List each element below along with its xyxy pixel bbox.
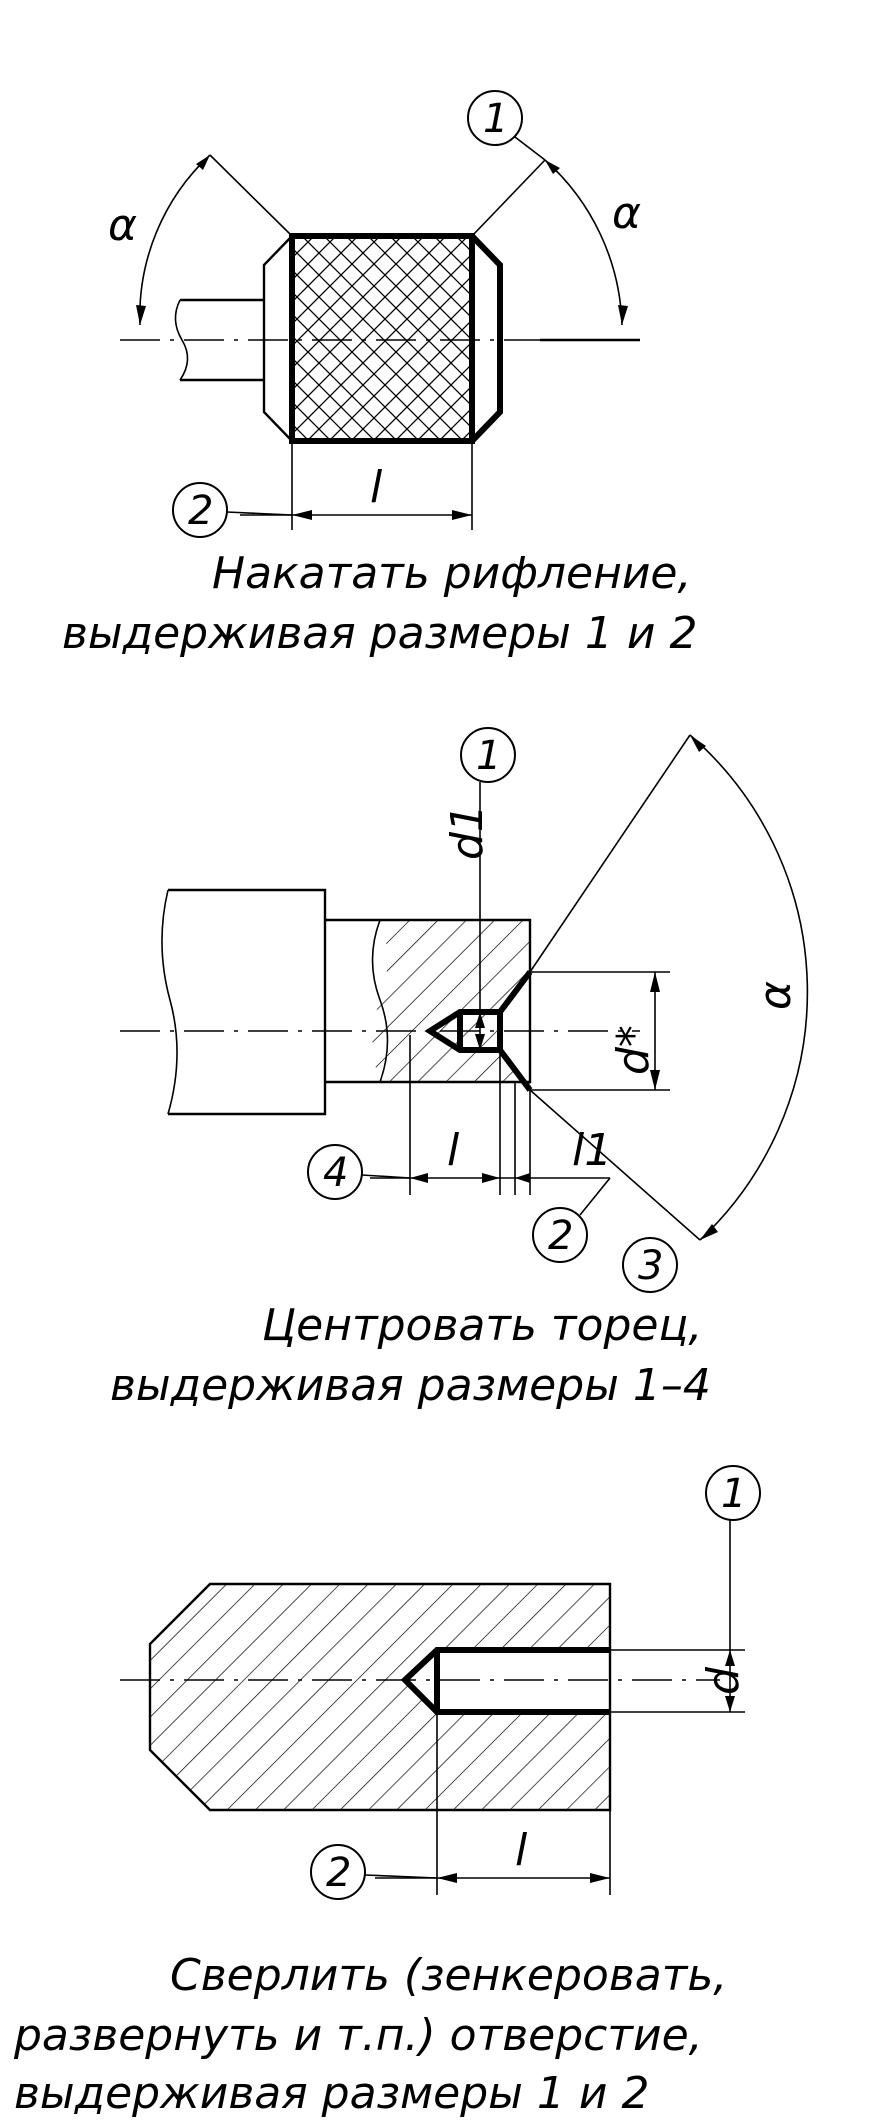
figure-2-centering: d1 d* α l l1 1 2 3 4 Центровать торец, в… xyxy=(110,727,809,1411)
fig2-callout-1: 1 xyxy=(476,733,501,779)
fig1-length-label: l xyxy=(370,462,383,513)
fig2-caption-line2: выдерживая размеры 1–4 xyxy=(110,1360,711,1411)
fig1-alpha-right-label: α xyxy=(612,188,641,239)
fig1-callout-2: 2 xyxy=(188,488,213,534)
fig2-callout-3: 3 xyxy=(638,1243,663,1289)
fig2-alpha-label: α xyxy=(750,981,801,1010)
figure-1-knurling: α α l 1 2 Накатать рифление, выдерживая … xyxy=(62,90,697,659)
fig1-caption-line1: Накатать рифление, xyxy=(212,548,692,599)
fig1-caption-line2: выдерживая размеры 1 и 2 xyxy=(62,608,697,659)
fig1-callout-1: 1 xyxy=(483,96,508,142)
fig2-d-star-label: d* xyxy=(608,1025,659,1075)
fig2-callout-4: 4 xyxy=(323,1150,348,1196)
fig1-alpha-left-label: α xyxy=(108,200,137,251)
fig2-caption-line1: Центровать торец, xyxy=(262,1300,702,1351)
fig3-callout-2: 2 xyxy=(326,1850,351,1896)
fig2-l1-label: l1 xyxy=(572,1125,612,1176)
fig2-d1-label: d1 xyxy=(442,804,493,860)
fig3-caption-line1: Сверлить (зенкеровать, xyxy=(170,1950,727,2001)
fig3-l-label: l xyxy=(515,1825,528,1876)
fig2-l-label: l xyxy=(447,1125,460,1176)
fig3-caption-line2: развернуть и т.п.) отверстие, xyxy=(13,2010,703,2061)
fig3-d-label: d xyxy=(698,1666,749,1695)
fig3-callout-1: 1 xyxy=(721,1471,746,1517)
fig3-caption-line3: выдерживая размеры 1 и 2 xyxy=(14,2068,649,2119)
figure-3-drilling: d l 1 2 Сверлить (зенкеровать, развернут… xyxy=(13,1465,761,2119)
fig2-callout-2: 2 xyxy=(548,1213,573,1259)
